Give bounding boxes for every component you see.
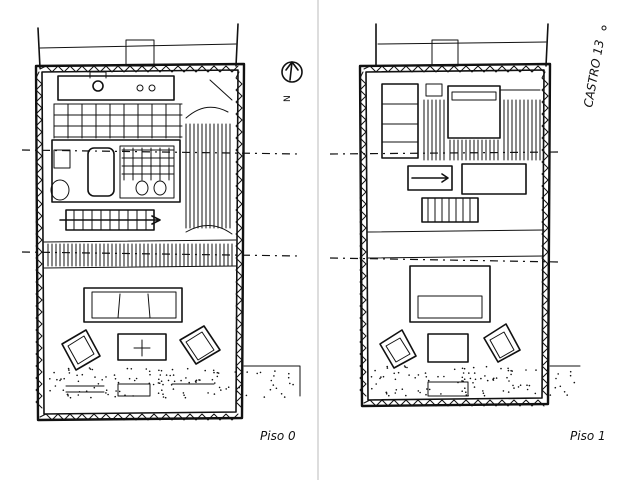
bench-upper — [427, 381, 469, 397]
plan-first-floor: CASTRO 13 Piso 1 — [329, 23, 607, 443]
coffee-table — [117, 333, 167, 361]
axis-line-2 — [21, 251, 301, 257]
window-bench-center — [117, 383, 151, 397]
pillow — [451, 91, 497, 101]
north-label: N — [283, 95, 293, 102]
side-table-upper — [427, 333, 469, 363]
shower-area — [119, 145, 175, 199]
floor-label-first: Piso 1 — [570, 429, 606, 443]
floor-label-ground: Piso 0 — [260, 429, 296, 443]
terrace-outline — [243, 365, 301, 397]
axis-line-1 — [21, 149, 301, 155]
wall-hatch-top — [39, 65, 239, 73]
outer-wall-ground — [34, 62, 246, 422]
kitchen-counter — [57, 75, 175, 101]
top-box — [125, 39, 155, 67]
sofa-upper — [409, 265, 491, 323]
outer-wall-first — [358, 62, 552, 408]
plan-ground-floor: N Piso 0 — [21, 23, 303, 443]
axis-line-3 — [329, 151, 561, 155]
stair-arrow-upper — [411, 173, 449, 183]
armchair-upper-left — [379, 329, 417, 369]
wardrobe — [381, 83, 419, 159]
wall-hatch-left — [35, 71, 43, 409]
wall-hatch-right — [235, 71, 243, 409]
sink-icon — [92, 80, 104, 92]
shower-tile-grid — [121, 147, 175, 181]
armchair-left — [61, 329, 101, 371]
kitchen-tile-grid — [53, 103, 183, 139]
sofa — [83, 287, 183, 323]
window-bench-left — [65, 385, 105, 393]
axis-line-4 — [329, 257, 561, 263]
architect-signature: CASTRO 13 — [581, 39, 607, 109]
top-strip-lines — [37, 23, 239, 69]
desk — [461, 163, 527, 195]
staircase-upper — [407, 165, 453, 191]
corridor-hatch — [185, 123, 231, 229]
terrace-texture — [49, 367, 294, 399]
stair-arrow — [59, 215, 161, 225]
bed — [447, 85, 501, 139]
door-swing — [185, 106, 229, 119]
stair-lower-run — [421, 197, 479, 223]
toilet-icon — [50, 179, 70, 201]
bathtub-icon — [87, 147, 115, 197]
wall-hatch-bottom — [39, 413, 239, 421]
bedroom-hatch — [423, 99, 541, 161]
armchair-upper-right — [483, 323, 521, 363]
bathroom-block — [51, 139, 181, 203]
armchair-right — [179, 325, 221, 365]
